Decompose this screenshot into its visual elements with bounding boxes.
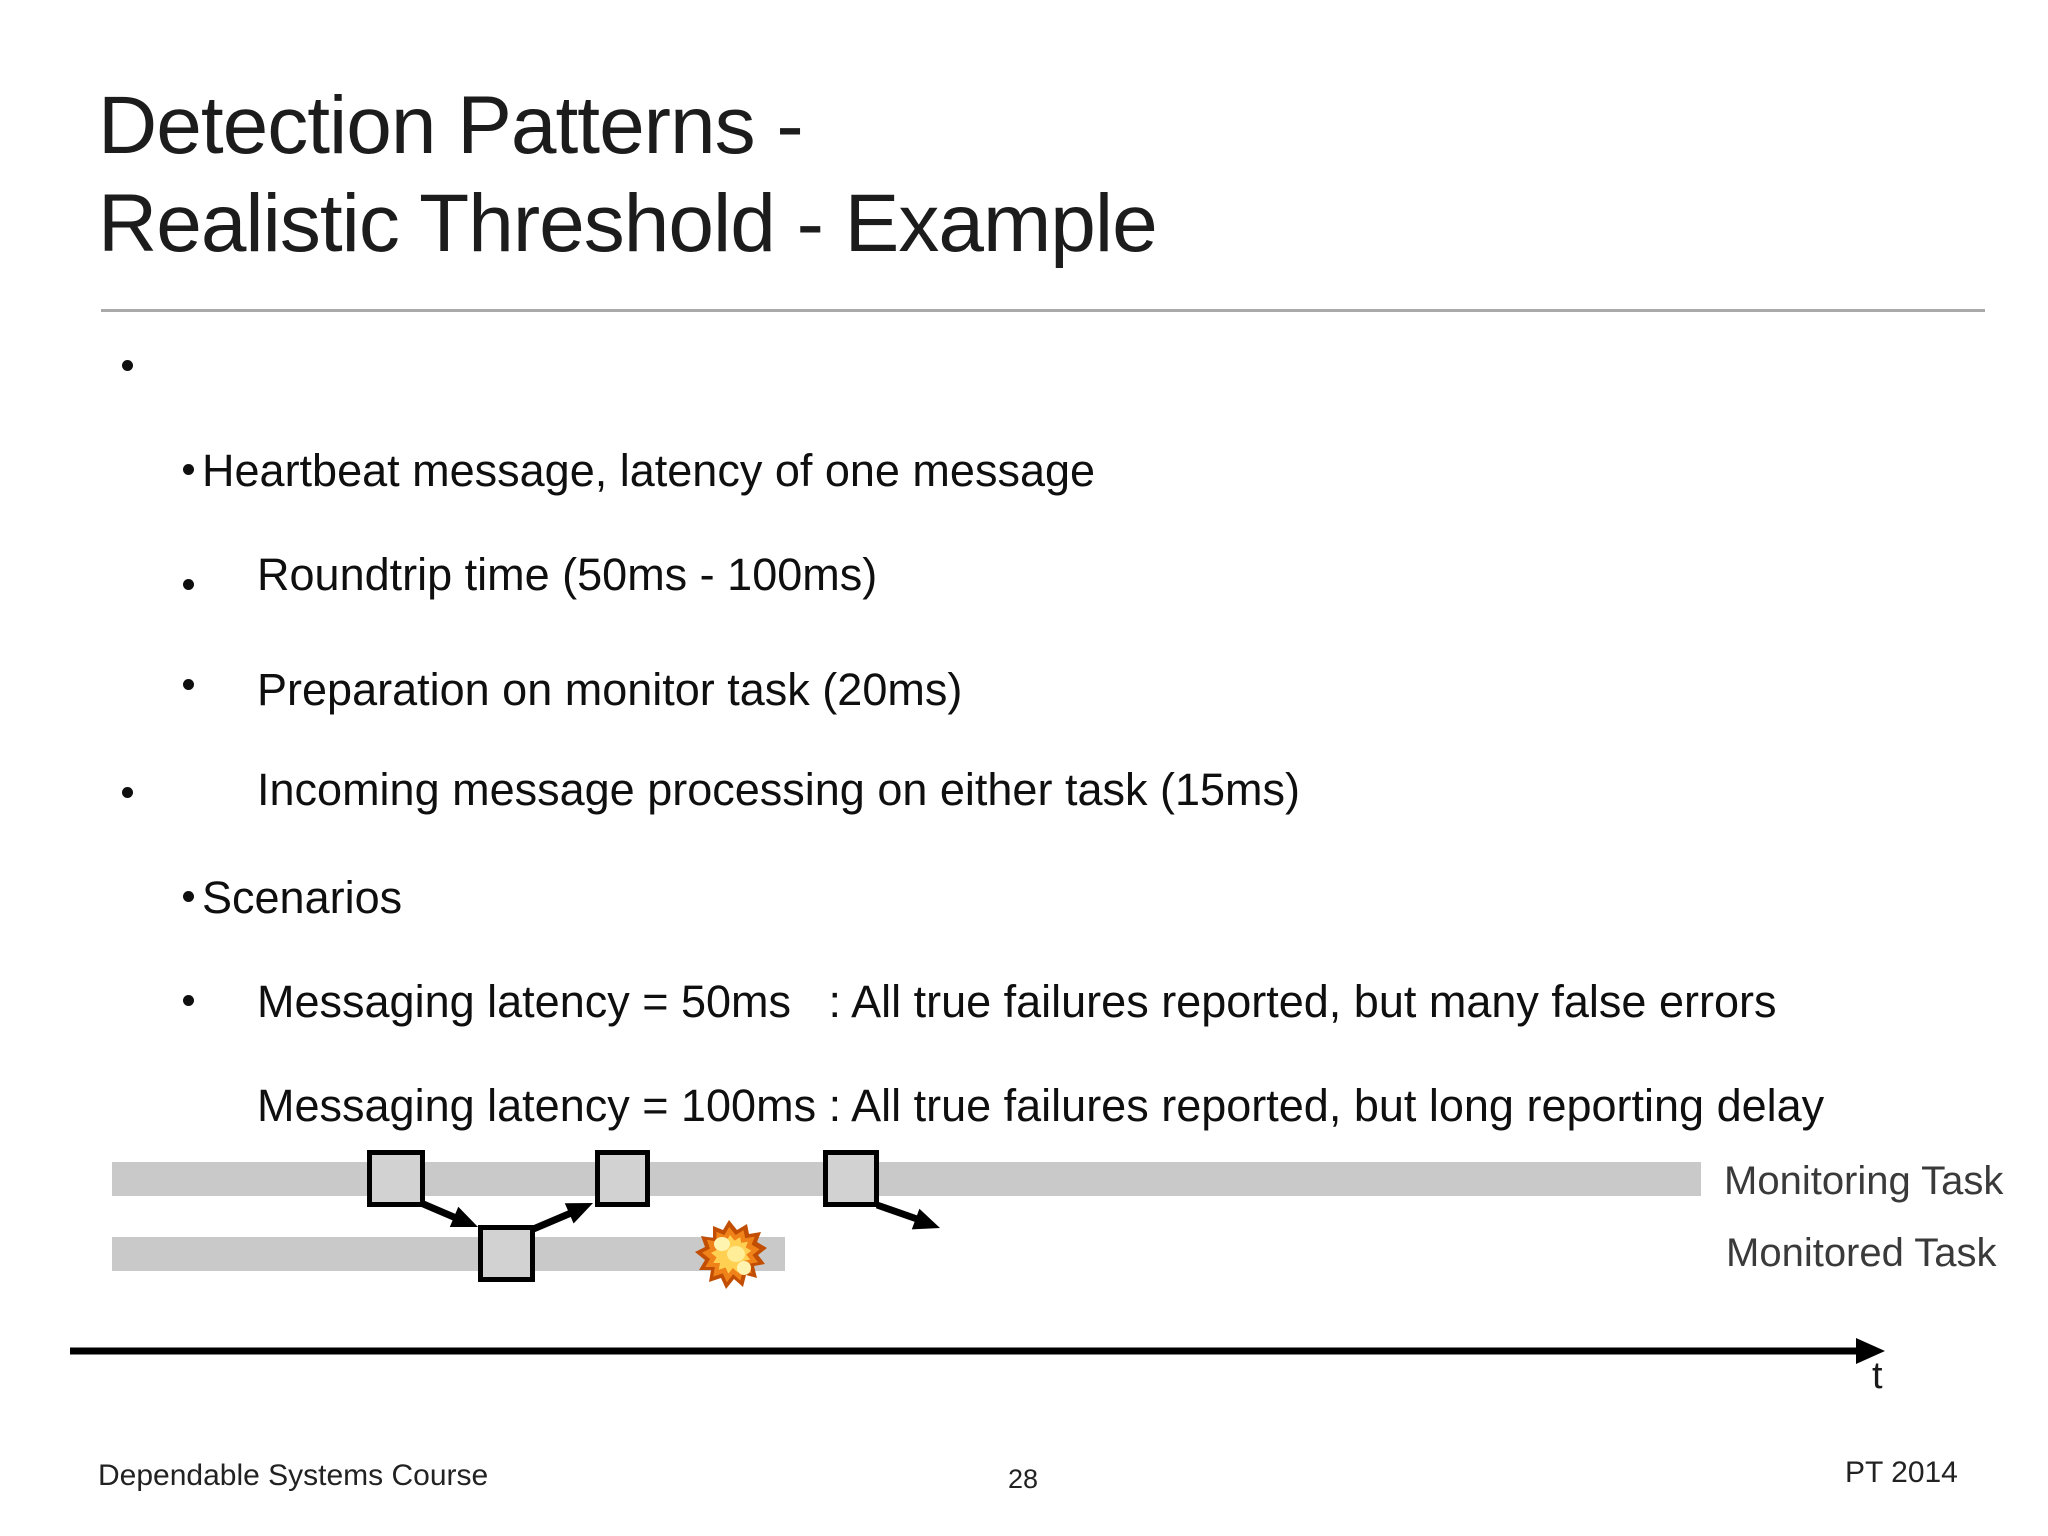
bullet-dot [183,891,194,902]
page-number: 28 [1008,1464,1039,1494]
bullet-dot [183,579,194,590]
bullet-text: Heartbeat message, latency of one messag… [202,445,1096,496]
heartbeat-reply-arrow [529,1203,593,1234]
bullet-item-preparation: Preparation on monitor task (20ms) [183,560,962,768]
page-title-line1: Detection Patterns - [98,80,804,171]
monitor-send-event-box [367,1150,425,1207]
bullet-text: Scenarios [202,872,403,923]
monitor-receive-event-box [595,1150,650,1207]
bullet-item-roundtrip: Roundtrip time (50ms - 100ms) [183,445,877,653]
monitoring-task-label: Monitoring Task [1724,1159,2004,1203]
bullet-text: Incoming message processing on either ta… [257,764,1300,815]
bullet-text: Preparation on monitor task (20ms) [257,664,963,715]
bullet-item-heartbeat: Heartbeat message, latency of one messag… [122,341,1095,549]
time-axis [70,1338,1885,1364]
heartbeat-request-arrow [419,1199,478,1227]
title-divider [101,309,1985,312]
bullet-dot [122,360,133,371]
bullet-item-scenarios: Scenarios [122,768,402,976]
footer-course-name: Dependable Systems Course [98,1459,489,1492]
unanswered-heartbeat-arrow [875,1201,940,1230]
bullet-dot [122,787,133,798]
monitored-task-bar [112,1237,785,1271]
footer-credit: PT 2014 [1845,1456,1958,1489]
bullet-item-latency-100ms: Messaging latency = 100ms : All true fai… [183,976,1824,1184]
monitored-process-event-box [478,1225,535,1282]
bullet-text: Messaging latency = 50ms : All true fail… [257,976,1777,1027]
page-title: Detection Patterns - Realistic Threshold… [98,77,1158,273]
bullet-item-incoming: Incoming message processing on either ta… [183,660,1300,868]
bullet-item-latency-50ms: Messaging latency = 50ms : All true fail… [183,872,1776,1080]
bullet-text: Roundtrip time (50ms - 100ms) [257,549,878,600]
bullet-dot [183,995,194,1006]
bullet-dot [183,464,194,475]
monitoring-task-bar [112,1162,1701,1196]
time-axis-label: t [1872,1355,1883,1397]
bullet-text: Messaging latency = 100ms : All true fai… [257,1080,1825,1131]
monitored-task-label: Monitored Task [1726,1231,1997,1275]
page-title-line2: Realistic Threshold - Example [98,178,1158,269]
monitor-send2-event-box [823,1150,879,1207]
bullet-dot [183,679,194,690]
